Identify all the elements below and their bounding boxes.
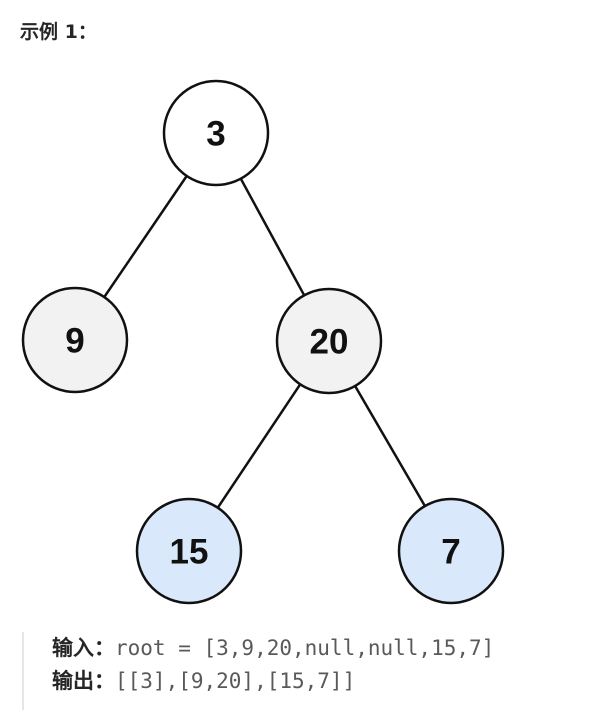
tree-node-label: 15 bbox=[170, 533, 209, 572]
tree-node-circle bbox=[275, 287, 383, 395]
input-label: 输入： bbox=[52, 636, 115, 660]
tree-edge-n3-n20 bbox=[239, 178, 306, 296]
tree-nodes: 3 9 20 15 7 bbox=[21, 79, 505, 605]
tree-node-label: 20 bbox=[310, 323, 349, 362]
tree-edges bbox=[103, 175, 426, 509]
input-line: 输入：root = [3,9,20,null,null,15,7] bbox=[52, 632, 582, 665]
tree-node-circle bbox=[21, 286, 129, 394]
tree-node-7: 7 bbox=[397, 497, 505, 605]
example-block: 输入：root = [3,9,20,null,null,15,7] 输出：[[3… bbox=[22, 632, 582, 710]
tree-edge-n3-n9 bbox=[103, 175, 188, 298]
tree-edge-n20-n15 bbox=[216, 383, 302, 509]
tree-node-label: 7 bbox=[441, 533, 460, 572]
tree-node-3: 3 bbox=[162, 79, 270, 187]
tree-edge-n20-n7 bbox=[354, 385, 426, 507]
tree-node-circle bbox=[162, 79, 270, 187]
tree-node-label: 9 bbox=[65, 322, 84, 361]
tree-node-label: 3 bbox=[206, 115, 225, 154]
tree-node-15: 15 bbox=[135, 497, 243, 605]
tree-node-9: 9 bbox=[21, 286, 129, 394]
input-value: root = [3,9,20,null,null,15,7] bbox=[115, 636, 495, 660]
example-heading: 示例 1： bbox=[20, 21, 97, 43]
output-value: [[3],[9,20],[15,7]] bbox=[115, 669, 356, 693]
tree-node-20: 20 bbox=[275, 287, 383, 395]
tree-node-circle bbox=[135, 497, 243, 605]
binary-tree-diagram: 3 9 20 15 7 bbox=[21, 79, 505, 605]
output-label: 输出： bbox=[52, 669, 115, 693]
output-line: 输出：[[3],[9,20],[15,7]] bbox=[52, 665, 582, 698]
tree-node-circle bbox=[397, 497, 505, 605]
